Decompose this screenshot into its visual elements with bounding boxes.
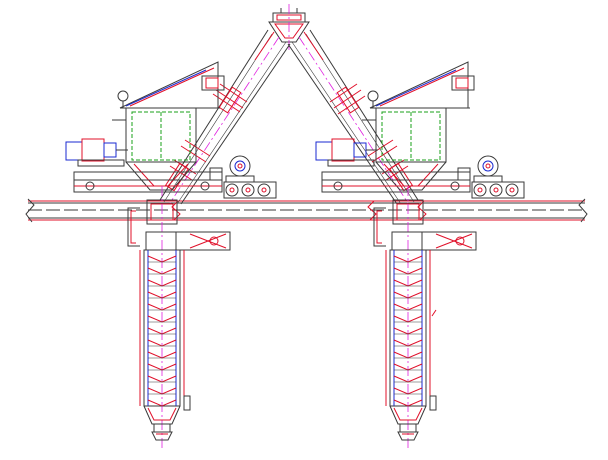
spout-rings — [393, 255, 423, 407]
left-drive-motor — [65, 138, 223, 193]
inlet-hopper — [268, 4, 310, 50]
right-loading-spout — [373, 186, 477, 450]
left-pulley-group — [223, 155, 277, 199]
left-loading-spout — [127, 186, 231, 450]
right-inclined-chute — [287, 29, 419, 205]
left-bin — [112, 61, 225, 191]
spout-rings — [147, 255, 177, 407]
left-inclined-chute — [159, 29, 291, 205]
right-drive-motor — [315, 138, 471, 193]
right-pulley-group — [471, 155, 525, 199]
right-bin — [362, 61, 475, 191]
floor-beam — [25, 198, 588, 223]
